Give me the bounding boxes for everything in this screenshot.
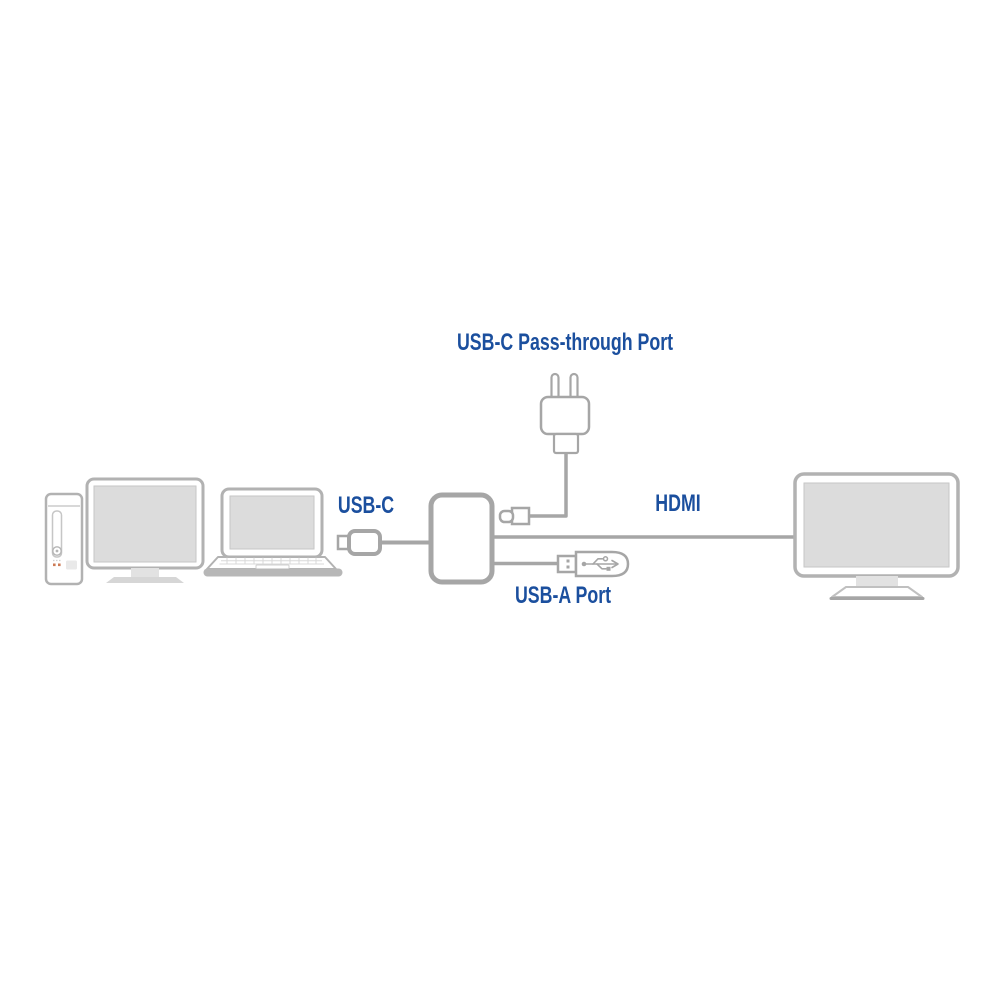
usb-a-port-label: USB-A Port [514,582,612,609]
usb-c-label: USB-C [337,492,395,519]
laptop-icon [203,487,343,577]
usb-c-passthrough-connector-icon [498,452,568,526]
usb-a-connector-icon [490,550,630,578]
usb-c-hub-icon [428,492,495,585]
desktop-pc-icon [44,477,205,586]
pc-tower-icon [44,492,84,586]
usb-trident-icon [581,556,619,571]
passthrough-port-label: USB-C Pass-through Port [456,329,674,356]
pc-monitor-icon [85,477,205,583]
usb-c-connector-icon [336,529,434,556]
external-monitor-icon [793,472,960,600]
power-adapter-icon [539,372,591,455]
hdmi-label: HDMI [655,490,701,517]
